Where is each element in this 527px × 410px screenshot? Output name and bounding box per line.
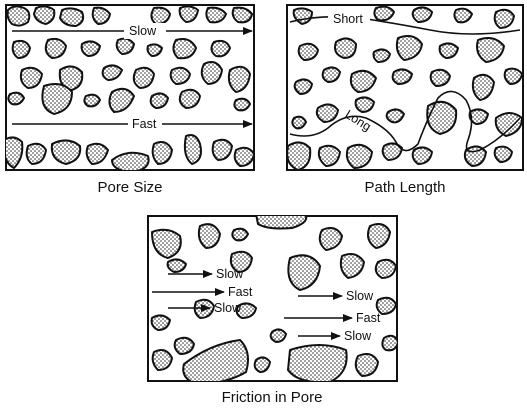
path-length-caption: Path Length (365, 179, 446, 196)
left-fast-label: Fast (228, 285, 253, 299)
right-slow-label-2: Slow (344, 329, 372, 343)
sediment-grain (256, 210, 306, 228)
sediment-grain (8, 93, 24, 105)
sediment-grain (199, 224, 220, 248)
left-slow-label-1: Slow (216, 267, 244, 281)
sediment-grain (8, 6, 30, 25)
sediment-grain (168, 259, 186, 272)
sediment-grain (60, 8, 83, 26)
sediment-grain (206, 8, 226, 23)
right-fast-label: Fast (356, 311, 381, 325)
sediment-grain (211, 41, 230, 56)
sediment-grain (288, 345, 347, 382)
sediment-grain (234, 99, 250, 111)
sediment-grain (173, 39, 196, 58)
sediment-grain (233, 8, 252, 23)
sediment-grain (287, 142, 310, 170)
friction-panel: Slow Fast Slow Slow Fast Slow Friction i… (148, 210, 398, 406)
sediment-grain (185, 135, 201, 164)
sediment-grain (335, 38, 356, 58)
sediment-grain (13, 41, 30, 58)
slow-label: Slow (129, 24, 157, 38)
sediment-grain (93, 8, 110, 24)
friction-caption: Friction in Pore (222, 389, 323, 406)
sediment-grain (382, 336, 398, 351)
fast-label: Fast (132, 117, 157, 131)
sediment-grain (374, 49, 391, 62)
sediment-grain (292, 117, 306, 129)
sediment-grain (84, 95, 100, 107)
left-slow-label-2: Slow (214, 301, 242, 315)
sediment-grain (112, 153, 149, 172)
sediment-grain (232, 229, 248, 241)
short-label: Short (333, 12, 363, 26)
pore-size-caption: Pore Size (97, 179, 162, 196)
pore-size-panel: Slow Fast Pore Size (4, 5, 254, 196)
path-length-panel: Short Long Path Length (287, 5, 523, 196)
sediment-grain (271, 329, 286, 342)
right-slow-label-1: Slow (346, 289, 374, 303)
